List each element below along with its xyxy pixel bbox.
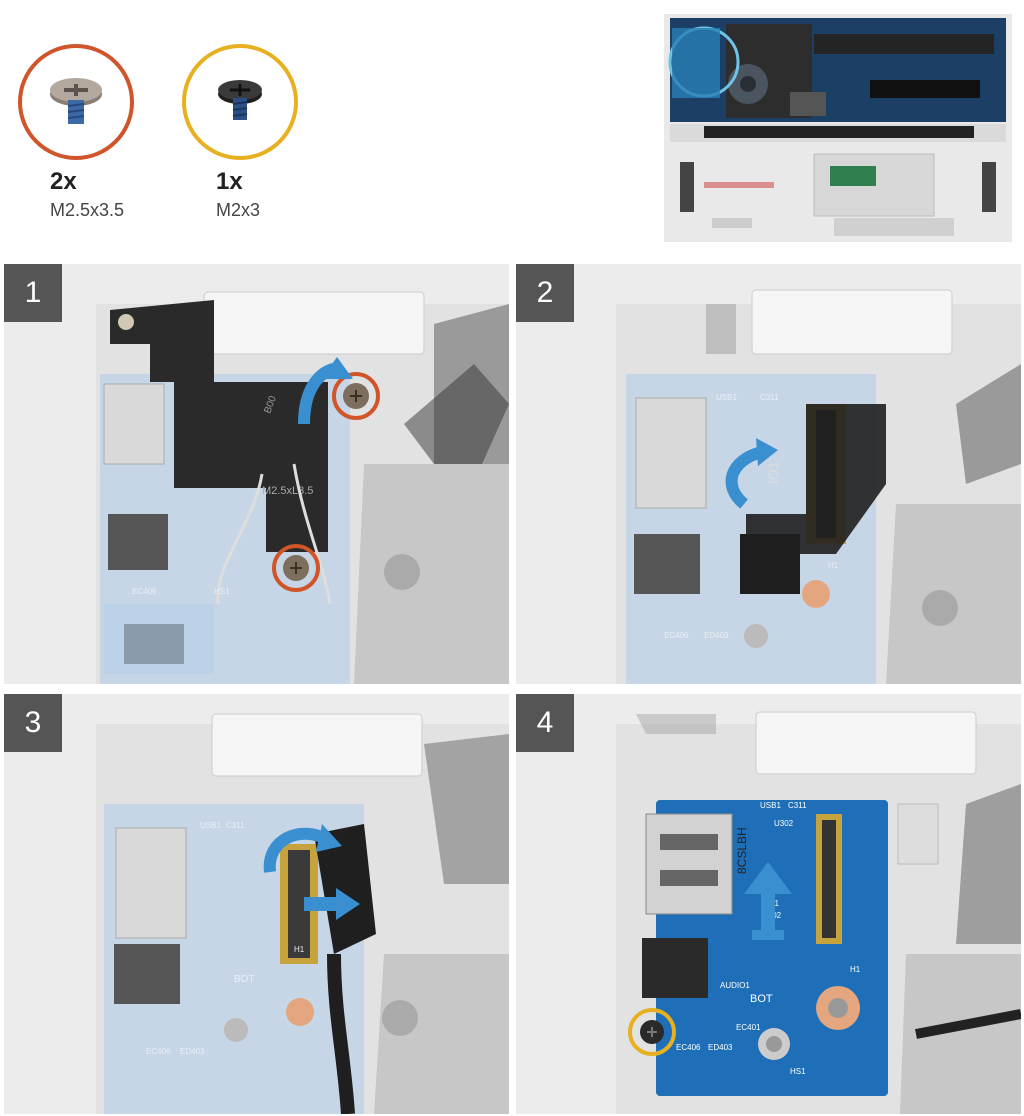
step-3-panel: 3 USB1 C311 BOT EC406 ED403 H1: [4, 694, 509, 1114]
label-c311-2: C311: [760, 393, 779, 402]
step-1-panel: 1 M2.5xL3.5 B00 EC406 HS1: [4, 264, 509, 684]
label-usb1-4: USB1: [760, 801, 781, 810]
step-4-badge: 4: [516, 694, 574, 752]
label-ed403-3: ED403: [180, 1047, 205, 1056]
step-4-panel: 4 8CSLBH USB1 C311 U302 EL303 IO1 R402 A…: [516, 694, 1021, 1114]
label-ec401-4: EC401: [736, 1023, 761, 1032]
label-bot-4: BOT: [750, 993, 773, 1005]
screw-highlight-1a: [332, 372, 380, 420]
screw-ring-yellow: [182, 44, 298, 160]
label-bot-3: BOT: [234, 974, 255, 985]
tape-label-io: IO1: [765, 461, 781, 484]
screw-m25-icon: [50, 78, 102, 124]
step-3-badge: 3: [4, 694, 62, 752]
label-c311-3: C311: [226, 821, 245, 830]
step-1-illustration: M2.5xL3.5 B00 EC406 HS1: [4, 264, 509, 684]
label-ec406-1: EC406: [132, 587, 157, 596]
label-ed403-2: ED403: [704, 631, 729, 640]
step-2-badge: 2: [516, 264, 574, 322]
label-hs1-4: HS1: [790, 1067, 806, 1076]
label-hs1-1: HS1: [214, 587, 230, 596]
step-2-panel: 2 USB1 C311 IO1 EC406 ED403 H1: [516, 264, 1021, 684]
label-usb1-2: USB1: [716, 393, 737, 402]
step-1-badge: 1: [4, 264, 62, 322]
screw-ring-orange: [18, 44, 134, 160]
screw-highlight-4: [628, 1008, 676, 1056]
label-h1-4: H1: [850, 965, 861, 974]
screw-m2-icon: [218, 80, 262, 120]
screw-legend-m25: 2x M2.5x3.5: [18, 44, 158, 234]
screw-qty-m2: 1x: [216, 168, 243, 195]
step-3-illustration: USB1 C311 BOT EC406 ED403 H1: [4, 694, 509, 1114]
screw-size-m25: M2.5x3.5: [50, 200, 125, 220]
label-h1-3: H1: [294, 945, 305, 954]
label-h1-2: H1: [828, 561, 839, 570]
label-ec406-2: EC406: [664, 631, 689, 640]
label-c311-4: C311: [788, 801, 807, 810]
screw-size-m2: M2x3: [216, 200, 261, 220]
screw-legend-m2: 1x M2x3: [182, 44, 322, 234]
bracket-screw-text: M2.5xL3.5: [262, 485, 313, 497]
connector-text: 8CSLBH: [735, 827, 749, 874]
label-ec406-4: EC406: [676, 1043, 701, 1052]
label-ed403-4: ED403: [708, 1043, 733, 1052]
label-ec406-3: EC406: [146, 1047, 171, 1056]
step-2-illustration: USB1 C311 IO1 EC406 ED403 H1: [516, 264, 1021, 684]
screw-highlight-1b: [272, 544, 320, 592]
step-4-illustration: 8CSLBH USB1 C311 U302 EL303 IO1 R402 AUD…: [516, 694, 1021, 1114]
label-u302-4: U302: [774, 819, 794, 828]
screw-qty-m25: 2x: [50, 168, 77, 195]
laptop-overview-image: [664, 14, 1012, 242]
label-audio-4: AUDIO1: [720, 981, 750, 990]
label-usb1-3: USB1: [200, 821, 221, 830]
